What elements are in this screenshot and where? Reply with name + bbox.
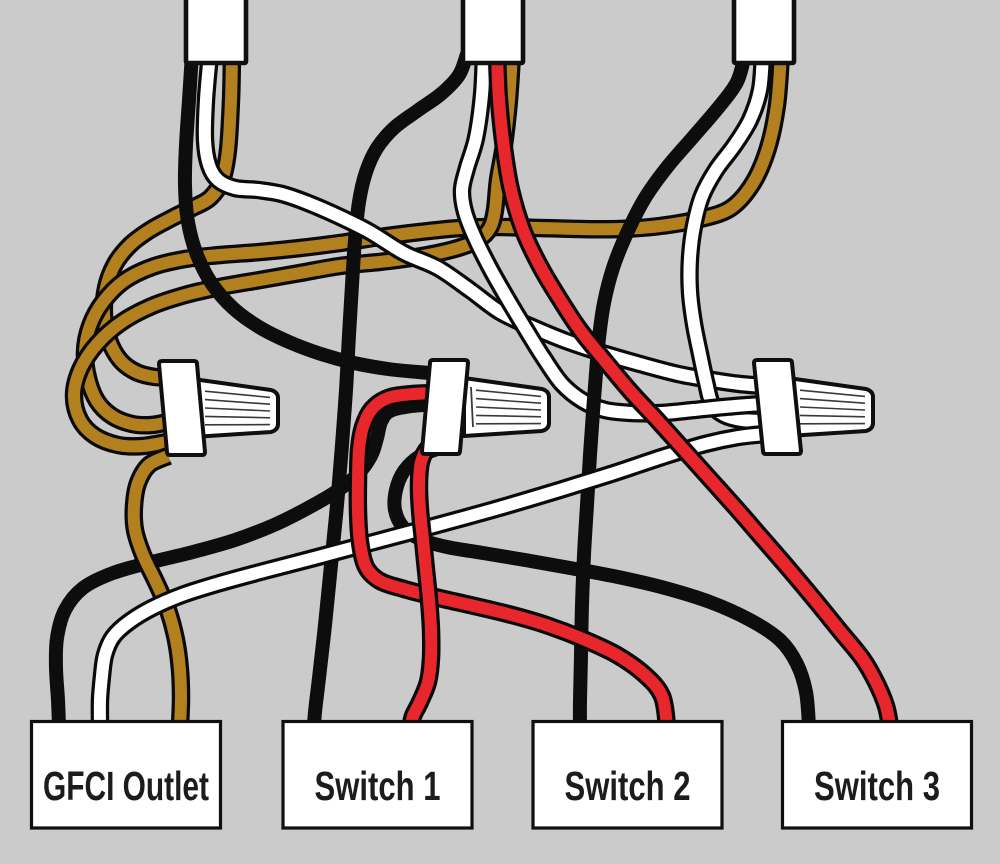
red-nut2-to-switch2-fill: [351, 387, 673, 727]
cable-2: [460, 0, 526, 66]
wire-red-nut2-to-switch1: [401, 431, 446, 728]
wire-nut-2-skirt: [420, 358, 470, 456]
wire-nut-3-cone: [786, 376, 875, 438]
wire-ground-nut1-to-gfci: [124, 447, 191, 727]
wire-white-cable1-to-nut3: [195, 53, 767, 396]
wire-white-gfci-to-nut3: [90, 424, 767, 727]
white-cable1-to-nut3-fill: [198, 53, 767, 392]
wire-nut-2-crease: [470, 386, 474, 428]
wire-nut-1-ridge: [204, 398, 271, 405]
white-cable2-to-nut3-fill: [455, 53, 767, 420]
red-cable2-to-switch3-fill: [491, 53, 896, 728]
box-switch3-label: Switch 3: [814, 763, 940, 809]
wire-nut-2-ridge: [475, 406, 542, 411]
box-switch3-rect: [780, 719, 974, 830]
wire-nut-1-ridge: [204, 407, 271, 412]
wire-red-nut2-to-switch2: [348, 383, 677, 728]
black-nut2-to-switch3-stroke: [387, 441, 816, 727]
wire-nut-3-skirt: [752, 358, 803, 456]
wire-nut-3: [752, 358, 875, 456]
wire-black-cable3-to-switch2: [572, 52, 752, 727]
box-gfci-label: GFCI Outlet: [43, 763, 209, 809]
wire-black-nut2-to-switch3: [387, 441, 816, 727]
box-switch1: Switch 1: [281, 719, 474, 830]
red-nut2-to-switch1-fill: [405, 434, 445, 728]
black-nut2-to-gfci-stroke: [48, 397, 444, 727]
wire-nut-2-ridge: [475, 389, 542, 398]
wire-nut-3-ridge: [799, 406, 866, 411]
wire-nut-3-ridge: [799, 397, 866, 404]
cable-1: [183, 0, 249, 66]
black-cable1-to-nut2-stroke: [177, 53, 444, 381]
wire-nut-1-cone: [191, 377, 280, 439]
ground-cable2-to-nut1-fill: [68, 53, 518, 453]
white-gfci-to-nut3-fill: [93, 428, 767, 727]
wire-ground-cable2-to-nut1: [64, 53, 522, 456]
wire-nut-1-skirt: [157, 359, 207, 457]
ground-cable1-to-nut1-fill: [97, 53, 238, 384]
box-switch3: Switch 3: [780, 719, 974, 830]
wire-ground-cable1-to-nut1: [94, 53, 242, 387]
box-switch2: Switch 2: [531, 719, 724, 830]
wire-nut-1: [157, 359, 280, 457]
box-switch2-rect: [531, 719, 724, 830]
wire-black-cable1-to-nut2: [177, 53, 444, 381]
wire-black-cable2-to-switch1: [307, 51, 474, 727]
wire-black-nut2-to-gfci: [48, 397, 444, 727]
wire-red-cable2-to-switch3: [487, 53, 900, 728]
black-cable3-to-switch2-stroke: [572, 52, 752, 727]
wire-nut-3-ridge: [799, 414, 866, 418]
ground-nut1-to-gfci-fill: [127, 450, 187, 727]
wire-nut-3-ridge: [799, 389, 866, 398]
box-gfci: GFCI Outlet: [29, 719, 223, 830]
cable-3: [731, 0, 797, 66]
wire-nut-2: [420, 358, 551, 456]
wire-nut-2-cone: [462, 376, 551, 438]
wire-nut-2-ridge: [475, 414, 542, 418]
box-gfci-rect: [29, 719, 223, 830]
box-switch1-rect: [281, 719, 474, 830]
box-switch2-label: Switch 2: [565, 763, 691, 809]
wire-nut-1-ridge: [204, 390, 271, 399]
wire-nut-1-ridge: [204, 415, 271, 419]
wire-nut-2-ridge: [475, 397, 542, 404]
black-cable2-to-switch1-stroke: [307, 51, 474, 727]
wire-white-cable2-to-nut3: [452, 53, 767, 423]
wires-layer: [48, 51, 900, 728]
box-switch1-label: Switch 1: [315, 763, 441, 809]
